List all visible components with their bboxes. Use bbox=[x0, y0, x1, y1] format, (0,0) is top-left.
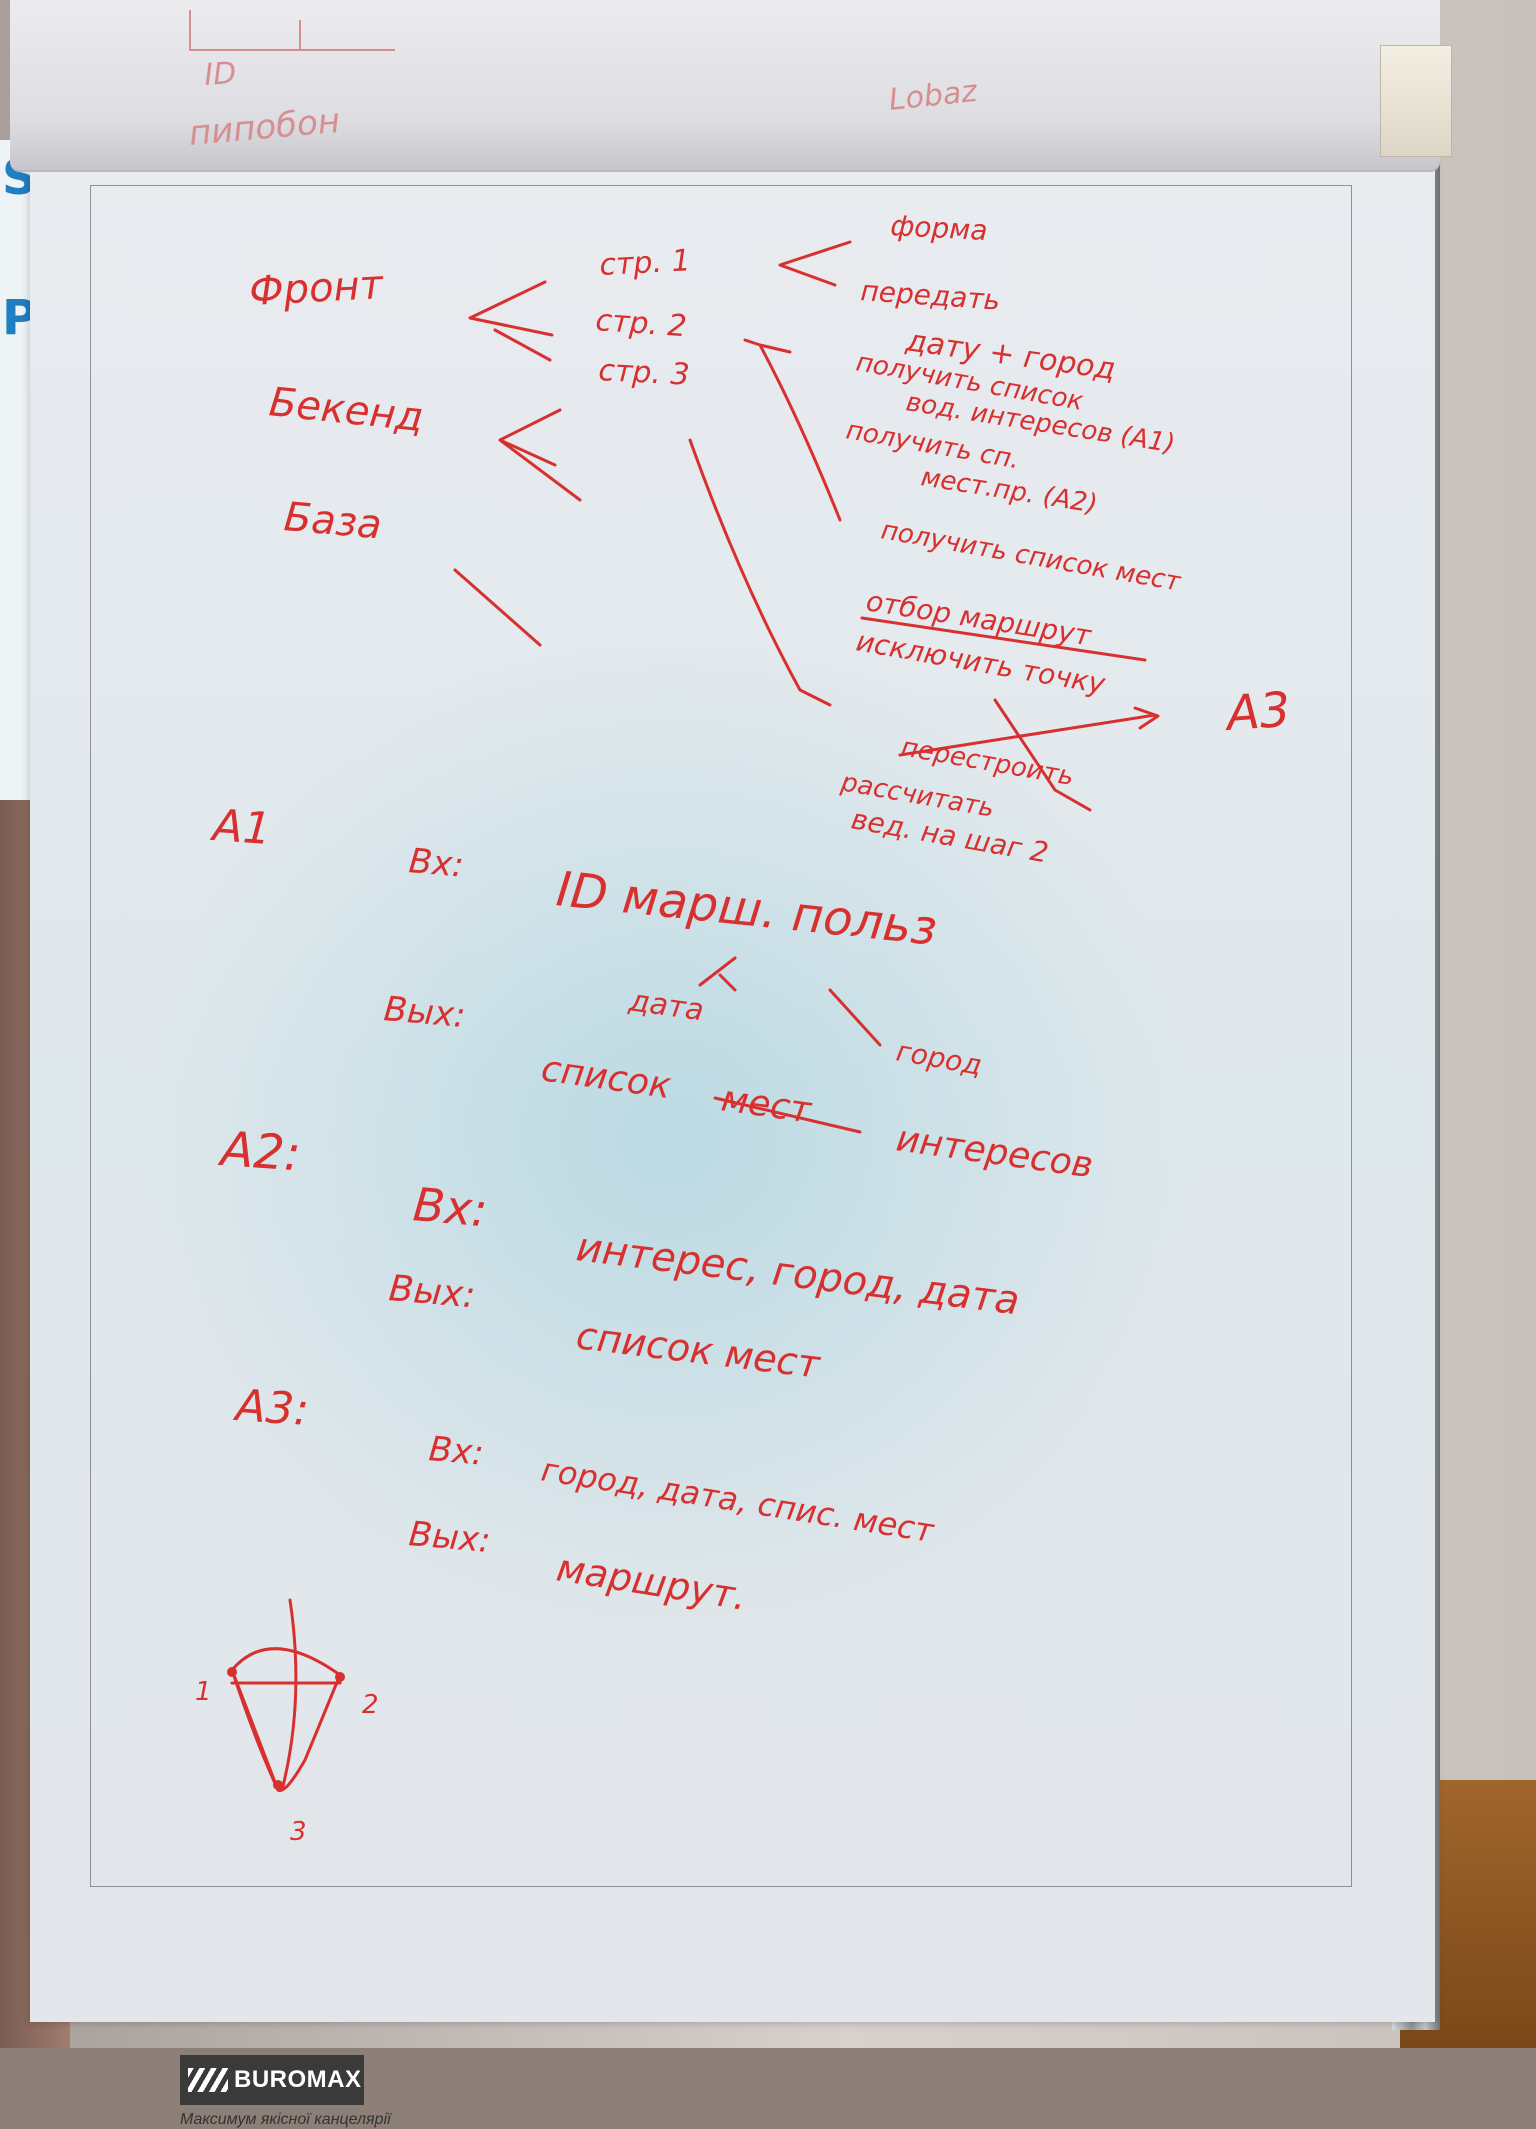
note-a3: A3 bbox=[1222, 682, 1292, 742]
a2-in-label: Вх: bbox=[411, 1177, 490, 1237]
a2-label: A2: bbox=[216, 1121, 302, 1183]
route-node-label: 2 bbox=[362, 1690, 379, 1720]
note-peredat: передать bbox=[860, 274, 1002, 317]
architecture-layers: Фронт Бекенд База bbox=[248, 262, 425, 549]
layer-db: База bbox=[282, 494, 383, 548]
note-poluchit-3: получить список мест bbox=[879, 515, 1184, 597]
pages-list: стр. 1 стр. 2 стр. 3 bbox=[594, 243, 691, 392]
route-node-dot bbox=[273, 1780, 283, 1790]
faint-box-sketch bbox=[189, 10, 395, 51]
connector-strokes bbox=[453, 240, 1160, 812]
handwriting-layer: ID пипобон Lobaz Фронт Бекенд База стр. … bbox=[187, 10, 1292, 1847]
a3-out-value: маршрут. bbox=[554, 1545, 750, 1618]
a3-block: A3: Вх: город, дата, спис. мест Вых: мар… bbox=[231, 1380, 937, 1619]
a2-out-label: Вых: bbox=[387, 1268, 477, 1316]
logo-stripes-icon bbox=[188, 2068, 228, 2092]
route-node-dot bbox=[335, 1672, 345, 1682]
paper-clip-holder bbox=[1380, 45, 1452, 157]
route-node-label: 1 bbox=[195, 1677, 212, 1707]
route-cross-lines bbox=[230, 1598, 342, 1792]
a3-in-value: город, дата, спис. мест bbox=[539, 1450, 938, 1550]
page-2: стр. 2 bbox=[594, 303, 687, 344]
a1-block: A1 Вх: ID марш. польз дата город Вых: сп… bbox=[208, 800, 1095, 1187]
a2-in-value: интерес, город, дата bbox=[574, 1224, 1022, 1324]
a1-out-value-1: список bbox=[539, 1048, 674, 1107]
a1-in-city: город bbox=[894, 1034, 985, 1081]
a1-in-label: Вх: bbox=[407, 841, 465, 886]
backend-bracket bbox=[498, 408, 582, 502]
rolled-text-2: Lobaz bbox=[887, 74, 980, 118]
layer-backend: Бекенд bbox=[267, 379, 426, 441]
page-3: стр. 3 bbox=[598, 353, 691, 393]
front-bracket bbox=[468, 280, 554, 362]
a2-block: A2: Вх: интерес, город, дата Вых: список… bbox=[216, 1121, 1022, 1387]
a1-strikethrough bbox=[713, 1096, 862, 1134]
route-node-label: 3 bbox=[290, 1817, 307, 1847]
a1-in-value: ID марш. польз bbox=[554, 861, 940, 957]
a1-split-mark bbox=[698, 956, 737, 992]
route-node-dot bbox=[227, 1667, 237, 1677]
a1-label: A1 bbox=[208, 800, 273, 855]
route-diagram: 1 2 3 bbox=[195, 1598, 379, 1847]
layer-front: Фронт bbox=[248, 262, 386, 315]
page-annotations: форма передать дату + город получить спи… bbox=[838, 209, 1292, 869]
a1-out-label: Вых: bbox=[382, 989, 467, 1036]
a1-out-struck: мест bbox=[719, 1078, 815, 1131]
page1-bracket bbox=[778, 240, 852, 287]
a1-city-stroke bbox=[828, 988, 882, 1047]
a3-label: A3: bbox=[231, 1380, 310, 1436]
note-forma: форма bbox=[890, 209, 989, 247]
diagonal-strike bbox=[993, 698, 1092, 812]
brand-tagline: Максимум якісної канцелярії bbox=[180, 2111, 391, 2128]
a1-in-date: дата bbox=[626, 983, 706, 1028]
brand-logo: BUROMAX Максимум якісної канцелярії bbox=[180, 2055, 391, 2129]
rolled-page-notes: ID пипобон Lobaz bbox=[187, 10, 980, 154]
sheet-border bbox=[90, 185, 1352, 1887]
otbor-underline bbox=[860, 616, 1147, 662]
rolled-over-page bbox=[10, 0, 1440, 172]
a3-out-label: Вых: bbox=[407, 1514, 492, 1561]
strike-arrow bbox=[898, 706, 1160, 757]
a1-out-value-2: интересов bbox=[894, 1118, 1096, 1186]
rolled-text-1: пипобон bbox=[187, 101, 341, 154]
page-1: стр. 1 bbox=[599, 243, 692, 283]
brand-name: BUROMAX bbox=[234, 2066, 362, 2093]
page3-line bbox=[688, 438, 832, 707]
a2-out-value: список мест bbox=[574, 1313, 824, 1387]
flipchart-sheet: BUROMAX Максимум якісної канцелярії bbox=[30, 160, 1435, 2128]
a3-in-label: Вх: bbox=[427, 1429, 485, 1474]
logo-badge: BUROMAX bbox=[180, 2055, 364, 2105]
db-stroke bbox=[453, 568, 542, 647]
page2-arrow bbox=[743, 338, 842, 522]
rolled-text-id: ID bbox=[203, 56, 237, 93]
